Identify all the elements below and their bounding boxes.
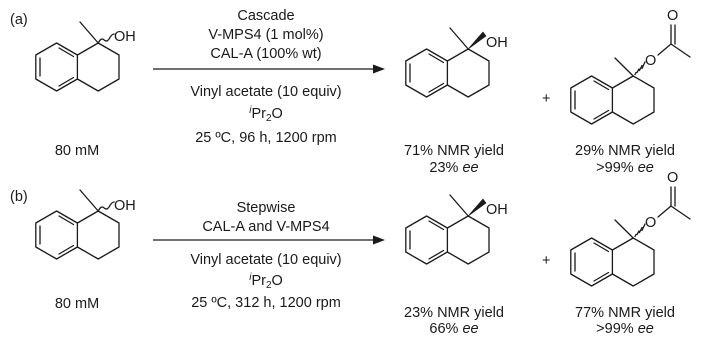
panel-a-solvent-sub: 2 — [265, 113, 272, 124]
panel-a-product2-yield: 29% NMR yield — [575, 143, 675, 159]
panel-a-product1-oh: OH — [486, 35, 508, 51]
panel-b-product2-ee-value: >99% — [596, 321, 634, 337]
panel-b-condition-method: Stepwise — [236, 200, 296, 216]
panel-a-condition-reagent: Vinyl acetate (10 equiv) — [190, 84, 342, 100]
panel-a-product2-ester-oxygen: O — [645, 53, 656, 69]
panel-a-condition-temperature-time: 25 ºC, 96 h, 1200 rpm — [195, 130, 337, 146]
panel-b-product1-ee-value: 66% — [429, 321, 459, 337]
panel-b-product1-ee-unit: ee — [462, 321, 479, 337]
panel-b-product2-ee-unit: ee — [637, 321, 654, 337]
panel-a-product2-ee-value: >99% — [596, 160, 634, 176]
panel-b-label: (b) — [10, 189, 28, 205]
panel-b-product2-ester-oxygen: O — [645, 215, 656, 231]
panel-a-solvent-main: Pr — [251, 106, 266, 122]
panel-a-condition-solvent: iPr2O — [150, 105, 382, 124]
panel-b-condition-solvent: iPr2O — [150, 272, 382, 291]
panel-a-condition-enzyme: CAL-A (100% wt) — [210, 46, 322, 62]
panel-a-label: (a) — [10, 12, 28, 28]
panel-a-condition-method: Cascade — [237, 8, 295, 24]
panel-b-condition-catalysts: CAL-A and V-MPS4 — [202, 219, 330, 235]
panel-a-product2-ee-unit: ee — [637, 160, 654, 176]
panel-b-product2-carbonyl-oxygen: O — [667, 170, 678, 186]
panel-b-condition-reagent: Vinyl acetate (10 equiv) — [190, 252, 342, 268]
panel-a-solvent-prefix: i — [249, 105, 252, 116]
panel-b-product1-yield: 23% NMR yield — [404, 305, 504, 321]
panel-a-product2-carbonyl-oxygen: O — [667, 8, 678, 24]
panel-b-solvent-prefix: i — [249, 272, 252, 283]
panel-a-product1-yield: 71% NMR yield — [404, 143, 504, 159]
panel-a-start-concentration: 80 mM — [54, 143, 100, 159]
panel-b-product2-ee: >99% ee — [565, 321, 685, 338]
panel-b-condition-temperature-time: 25 ºC, 312 h, 1200 rpm — [191, 295, 341, 311]
panel-b-product2-yield: 77% NMR yield — [575, 305, 675, 321]
panel-b-solvent-main: Pr — [251, 273, 266, 289]
panel-b-solvent-sub: 2 — [265, 280, 272, 291]
panel-b-product1-oh: OH — [486, 202, 508, 218]
panel-a-product1-ee: 23% ee — [400, 160, 508, 177]
panel-a-solvent-suffix: O — [271, 106, 283, 122]
panel-b-solvent-suffix: O — [271, 273, 283, 289]
panel-b-start-concentration: 80 mM — [54, 296, 100, 312]
panel-a-product2-ee: >99% ee — [565, 160, 685, 177]
panel-a-plus-sign: + — [542, 91, 551, 107]
panel-a-start-oh: OH — [114, 29, 136, 45]
panel-a-product1-ee-unit: ee — [462, 160, 479, 176]
panel-b-start-oh: OH — [114, 198, 136, 214]
panel-b-plus-sign: + — [542, 253, 551, 269]
panel-a-product1-ee-value: 23% — [429, 160, 459, 176]
panel-a-condition-catalyst: V-MPS4 (1 mol%) — [208, 27, 324, 43]
panel-b-product1-ee: 66% ee — [400, 321, 508, 338]
